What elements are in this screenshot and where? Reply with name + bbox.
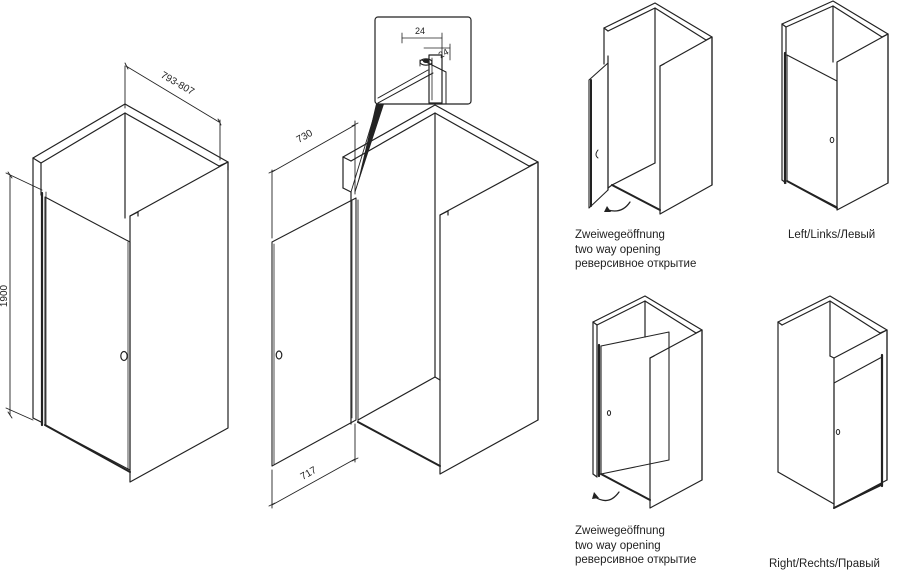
caption-line-en: two way opening bbox=[575, 539, 661, 552]
left-enclosure bbox=[781, 0, 889, 211]
exploded-enclosure bbox=[271, 104, 539, 475]
dim-door-top-label: 730 bbox=[295, 128, 315, 146]
caption-reversible-top: Zweiwegeöffnung two way opening реверсив… bbox=[575, 228, 696, 272]
dim-height-label: 1900 bbox=[0, 284, 10, 307]
caption-line-de: Zweiwegeöffnung bbox=[575, 525, 665, 537]
caption-left-text: Left/Links/Левый bbox=[788, 229, 876, 241]
caption-line-ru: реверсивное открытие bbox=[575, 554, 697, 566]
profile-dim-a: 24 bbox=[415, 26, 425, 36]
dimension-door-bottom bbox=[268, 423, 359, 509]
dimension-height bbox=[5, 171, 43, 421]
right-enclosure bbox=[777, 295, 888, 509]
profile-detail-callout bbox=[350, 16, 472, 193]
caption-reversible-bottom: Zweiwegeöffnung two way opening реверсив… bbox=[575, 524, 696, 568]
dim-width-label: 793-807 bbox=[159, 70, 197, 98]
dimension-width bbox=[124, 62, 222, 161]
caption-line-de: Zweiwegeöffnung bbox=[575, 229, 665, 241]
profile-dim-b: 24 bbox=[437, 47, 451, 61]
caption-line-en: two way opening bbox=[575, 243, 661, 256]
caption-right-text: Right/Rechts/Правый bbox=[769, 558, 880, 570]
dim-door-bottom-label: 717 bbox=[299, 465, 319, 483]
reversible-enclosure-bottom bbox=[592, 295, 703, 509]
reversible-enclosure-top bbox=[588, 2, 713, 215]
dimension-door-top bbox=[268, 120, 359, 239]
caption-line-ru: реверсивное открытие bbox=[575, 258, 697, 270]
caption-left: Left/Links/Левый bbox=[788, 228, 875, 243]
assembled-enclosure bbox=[32, 103, 229, 483]
caption-right: Right/Rechts/Правый bbox=[769, 557, 880, 572]
